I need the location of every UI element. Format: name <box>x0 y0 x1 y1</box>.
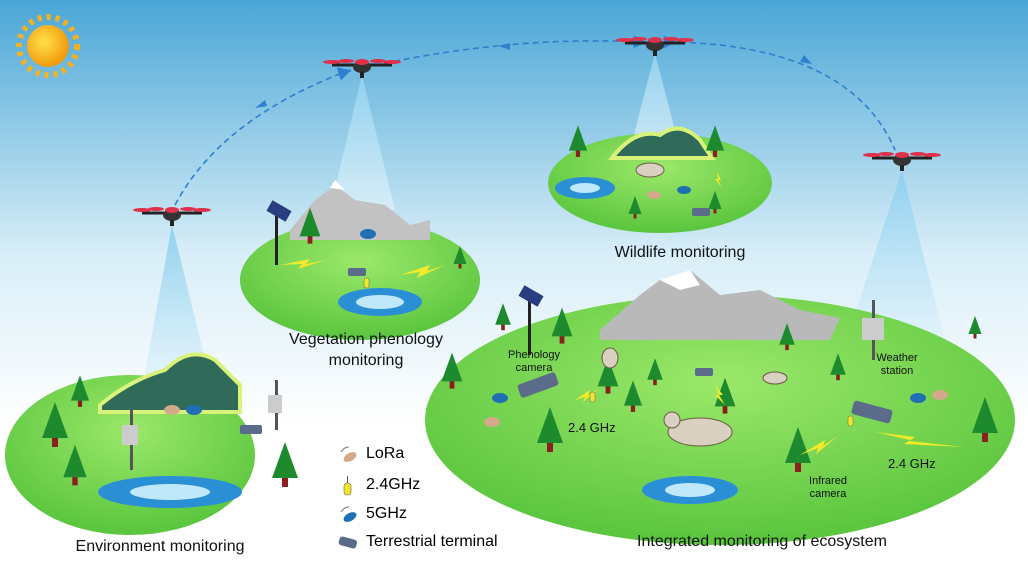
legend-label: 2.4GHz <box>366 476 421 493</box>
5ghz-dish-icon <box>340 506 357 522</box>
phenology-camera-pole <box>518 285 544 355</box>
tree-icon <box>705 125 725 157</box>
5ghz-dish-icon <box>492 393 508 403</box>
tree-icon <box>453 246 467 269</box>
tree-icon <box>785 427 811 472</box>
tree-icon <box>623 380 643 412</box>
tree-icon <box>299 207 321 244</box>
solar-pole <box>266 200 292 265</box>
link-label-right: 2.4 GHz <box>888 456 936 471</box>
legend-item-2-4ghz: 2.4GHz <box>338 474 420 496</box>
terrestrial-terminal-icon <box>348 268 366 276</box>
snow-leopard <box>762 371 788 385</box>
2-4ghz-antenna-icon <box>363 277 370 289</box>
5ghz-dish-icon <box>910 393 926 403</box>
snow-leopard <box>601 347 619 369</box>
island-vegetation <box>240 180 480 340</box>
scene-label-integrated: Integrated monitoring of ecosystem <box>637 533 887 550</box>
trees <box>42 125 998 487</box>
island-integrated <box>425 270 1015 545</box>
label-line: station <box>880 365 914 377</box>
terrestrial-terminal-icon <box>338 536 358 549</box>
tree-icon <box>70 375 90 407</box>
5ghz-dish-icon <box>186 405 202 415</box>
tree-icon <box>495 303 511 331</box>
tree-icon <box>42 402 68 447</box>
terrestrial-terminal-icon <box>692 208 710 216</box>
drone-icon <box>616 37 694 56</box>
2-4ghz-antenna-icon <box>589 391 596 403</box>
label-line: Phenology <box>508 349 560 361</box>
lora-antenna-icon <box>164 405 180 415</box>
tree-icon <box>647 358 663 386</box>
tree-icon <box>597 357 619 394</box>
scene-label-wildlife: Wildlife monitoring <box>614 244 746 261</box>
5ghz-dish-icon <box>677 186 691 194</box>
tree-icon <box>830 353 846 381</box>
legend-item-lora: LoRa <box>338 444 404 464</box>
drone-icon <box>323 59 401 78</box>
label-line: camera <box>515 362 553 374</box>
lora-antenna-icon <box>340 446 357 462</box>
sun-icon <box>16 14 80 78</box>
label-line: Weather <box>876 352 918 364</box>
terrestrial-terminal-icon <box>695 368 713 376</box>
tree-icon <box>708 191 722 214</box>
snow-leopard <box>663 411 733 447</box>
lora-antenna-icon <box>484 417 500 427</box>
lora-antenna-icon <box>647 191 661 199</box>
tree-icon <box>628 196 642 219</box>
devices <box>122 162 948 470</box>
tree-icon <box>779 323 795 351</box>
scene-label-vegetation-line2: monitoring <box>328 352 404 369</box>
legend-label: Terrestrial terminal <box>366 533 498 550</box>
2-4ghz-antenna-icon <box>847 415 854 427</box>
2-4ghz-antenna-icon <box>343 476 352 496</box>
weather-station-icon <box>122 410 138 470</box>
weather-station-icon <box>862 300 884 360</box>
drones <box>133 37 941 226</box>
scene-label-vegetation-line1: Vegetation phenology <box>289 331 443 348</box>
tree-icon <box>551 307 573 344</box>
label-line: camera <box>809 488 847 500</box>
tree-icon <box>441 352 463 389</box>
scene-label-environment: Environment monitoring <box>75 538 245 555</box>
terrestrial-terminal-icon <box>517 372 559 398</box>
tree-icon <box>568 125 588 157</box>
5ghz-dish-icon <box>360 229 376 239</box>
lightning-links <box>280 172 964 455</box>
terrestrial-terminal-icon <box>240 425 262 434</box>
tree-icon <box>63 444 87 486</box>
tree-icon <box>972 397 998 442</box>
link-label-left: 2.4 GHz <box>568 420 616 435</box>
legend-item-5ghz: 5GHz <box>338 504 407 524</box>
legend-label: LoRa <box>366 445 405 462</box>
legend-label: 5GHz <box>366 505 407 522</box>
lora-antenna-icon <box>932 390 948 400</box>
drone-icon <box>863 152 941 171</box>
tree-icon <box>968 316 982 339</box>
snow-leopard <box>635 162 665 178</box>
drone-icon <box>133 207 211 226</box>
terrestrial-terminal-icon <box>851 400 893 424</box>
label-line: Infrared <box>809 475 847 487</box>
legend-item-terminal: Terrestrial terminal <box>338 533 498 551</box>
tree-icon <box>272 442 298 487</box>
tree-icon <box>537 407 563 452</box>
weather-station-icon <box>268 380 282 430</box>
